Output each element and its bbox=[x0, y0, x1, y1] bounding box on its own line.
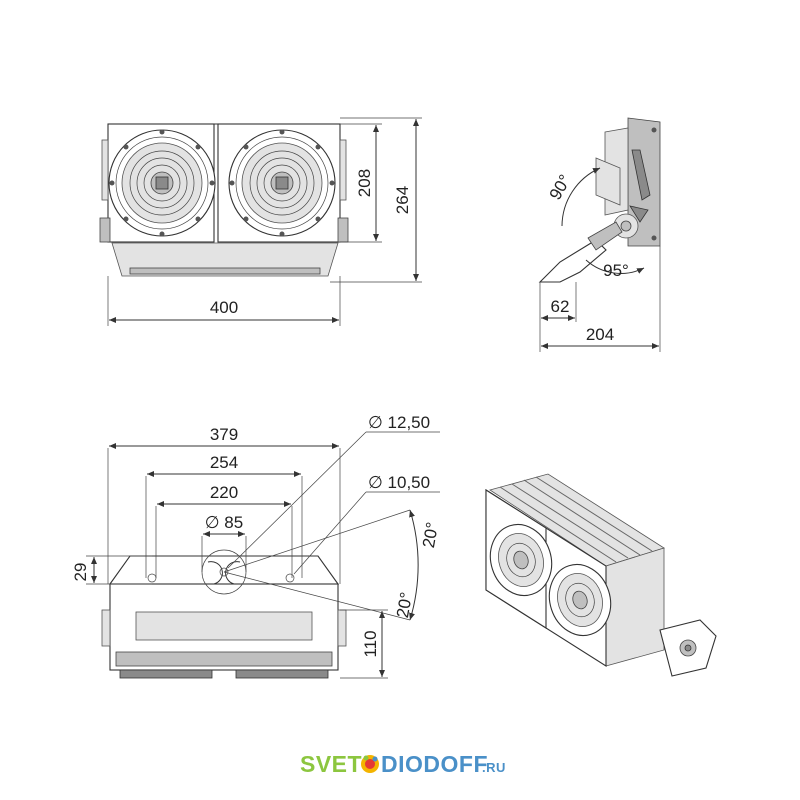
dim-bottom-220: 220 bbox=[210, 483, 238, 502]
logo-text-suffix: .RU bbox=[482, 760, 506, 775]
dim-front-total-height: 264 bbox=[393, 186, 412, 214]
dim-front-width: 400 bbox=[210, 298, 238, 317]
bottom-view: 379 254 220 ∅ 85 ∅ 12,50 ∅ 10,50 20° 20°… bbox=[71, 413, 442, 679]
isometric-view bbox=[485, 473, 717, 677]
front-lens-right bbox=[228, 129, 336, 237]
dim-height-110: 110 bbox=[361, 630, 380, 657]
dim-side-bracket: 62 bbox=[551, 297, 570, 316]
dim-angle-20-a: 20° bbox=[419, 521, 442, 550]
dim-hole-1050: ∅ 10,50 bbox=[368, 473, 430, 492]
logo-text-diodoff: DIODOFF bbox=[381, 751, 488, 777]
dim-side-angle-up: 90° bbox=[546, 171, 575, 203]
brand-logo: SVET DIODOFF .RU bbox=[300, 751, 506, 777]
logo-text-svet: SVET bbox=[300, 751, 362, 777]
iso-lens-top bbox=[489, 523, 553, 597]
front-view: 400 208 264 bbox=[99, 117, 422, 326]
dim-bottom-254: 254 bbox=[210, 453, 238, 472]
dim-hole-1250: ∅ 12,50 bbox=[368, 413, 430, 432]
dim-angle-20-b: 20° bbox=[393, 591, 416, 620]
iso-lens-bottom bbox=[548, 563, 612, 637]
side-view: 90° 95° 62 204 bbox=[538, 117, 661, 352]
dim-height-29: 29 bbox=[71, 563, 90, 582]
logo-sun-icon bbox=[361, 755, 379, 773]
dim-bottom-85: ∅ 85 bbox=[205, 513, 243, 532]
dim-bottom-379: 379 bbox=[210, 425, 238, 444]
dim-side-depth: 204 bbox=[586, 325, 614, 344]
dim-side-angle-down: 95° bbox=[603, 261, 629, 280]
dim-front-lens-height: 208 bbox=[355, 169, 374, 197]
